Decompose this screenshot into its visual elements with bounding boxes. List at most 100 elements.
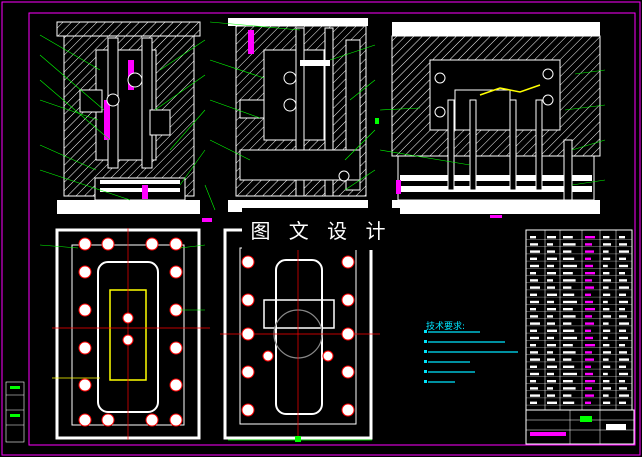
parts-list-cell-mark [603, 308, 610, 311]
parts-list-cell-mark [603, 300, 608, 304]
left-margin-box [5, 381, 25, 443]
parts-list-cell-mark [530, 322, 540, 325]
parts-list-table [525, 229, 633, 411]
parts-list-cell-mark [619, 344, 625, 347]
parts-list-cell-mark [530, 293, 537, 296]
parts-list-cell-mark [619, 257, 626, 260]
parts-list-cell-mark [563, 387, 576, 390]
parts-list-cell-mark [547, 286, 555, 289]
parts-list-cell-mark [585, 365, 591, 368]
parts-list-cell-mark [547, 351, 553, 354]
parts-list-cell-mark [603, 243, 611, 246]
parts-list-cell-mark [530, 344, 536, 347]
parts-list-cell-mark [530, 336, 539, 340]
parts-list-cell-mark [563, 257, 575, 260]
parts-list-cell-mark [619, 351, 627, 354]
parts-list-cell-mark [563, 279, 576, 282]
parts-list-cell-mark [619, 264, 628, 268]
parts-list-cell-mark [603, 387, 611, 390]
parts-list-cell-mark [603, 358, 609, 361]
parts-list-cell-mark [585, 279, 592, 282]
parts-list-cell-mark [530, 286, 540, 289]
parts-list-cell-mark [530, 351, 538, 354]
parts-list-cell-mark [619, 308, 625, 311]
section-view-3 [391, 22, 601, 214]
parts-list-cell-mark [530, 315, 538, 318]
parts-list-cell-mark [585, 236, 595, 239]
parts-list-cell-mark [563, 365, 575, 368]
parts-list-cell-mark [547, 264, 554, 268]
parts-list-cell-mark [547, 344, 556, 347]
inner-frame [28, 12, 636, 446]
parts-list-cell-mark [585, 329, 591, 332]
plan-view-2 [220, 228, 380, 442]
parts-list-cell-mark [603, 279, 611, 282]
parts-list-cell-mark [603, 293, 611, 296]
parts-list-cell-mark [530, 329, 537, 332]
parts-list-cell-mark [603, 315, 611, 318]
title-block [525, 409, 635, 445]
parts-list-cell-mark [585, 293, 591, 296]
parts-list-cell-mark [585, 322, 594, 325]
parts-list-cell-mark [547, 257, 557, 260]
parts-list-cell-mark [563, 243, 576, 246]
parts-list-cell-mark [563, 250, 572, 253]
parts-list-cell-mark [530, 264, 539, 268]
parts-list-cell-mark [547, 380, 556, 383]
parts-list-cell-mark [563, 336, 577, 340]
parts-list-cell-mark [619, 243, 627, 246]
parts-list-cell-mark [563, 308, 573, 311]
parts-list-cell-mark [530, 257, 537, 260]
parts-list-cell-mark [603, 336, 608, 340]
parts-list-cell-mark [585, 358, 594, 361]
watermark: 图 文 设 计 [242, 208, 400, 250]
parts-list-cell-mark [547, 401, 557, 404]
parts-list-cell-mark [547, 300, 554, 304]
parts-list-cell-mark [563, 372, 577, 376]
parts-list-cell-mark [603, 380, 610, 383]
parts-list-rows [526, 236, 632, 406]
parts-list-cell-mark [563, 322, 572, 325]
parts-list-cell-mark [619, 372, 628, 376]
parts-list-cell-mark [603, 286, 609, 289]
parts-list-cell-mark [585, 286, 594, 289]
parts-list-cell-mark [530, 372, 539, 376]
parts-list-cell-mark [585, 401, 591, 404]
parts-list-cell-mark [547, 394, 555, 397]
parts-list-cell-mark [530, 236, 536, 239]
parts-list-cell-mark [585, 308, 595, 311]
parts-list-cell-mark [585, 351, 592, 354]
plan-view-2-holes [241, 255, 355, 417]
parts-list-cell-mark [619, 236, 625, 239]
parts-list-cell-mark [563, 315, 576, 318]
parts-list-cell-mark [547, 336, 554, 340]
parts-list-cell-mark [585, 344, 595, 347]
parts-list-cell-mark [603, 272, 610, 275]
parts-list-cell-mark [563, 264, 577, 268]
parts-list-cell-mark [547, 293, 557, 296]
parts-list-cell-mark [547, 358, 555, 361]
parts-list-cell-mark [585, 380, 595, 383]
section-view-2 [228, 18, 368, 212]
parts-list-cell-mark [530, 394, 540, 397]
parts-list-cell-mark [563, 344, 573, 347]
parts-list-cell-mark [585, 243, 592, 246]
parts-list-cell-mark [619, 329, 626, 332]
parts-list-cell-mark [603, 401, 611, 404]
parts-list-cell-mark [603, 329, 611, 332]
parts-list-cell-mark [619, 401, 626, 404]
parts-list-cell-mark [619, 315, 627, 318]
parts-list-cell-mark [619, 380, 625, 383]
parts-list-cell-mark [530, 401, 537, 404]
parts-list-cell-mark [603, 264, 608, 268]
parts-list-cell-mark [547, 272, 556, 275]
parts-list-cell-mark [530, 279, 538, 282]
parts-list-cell-mark [619, 272, 625, 275]
parts-list-cell-mark [619, 336, 628, 340]
parts-list-cell-mark [530, 272, 536, 275]
parts-list-cell-mark [530, 365, 537, 368]
parts-list-cell-mark [585, 394, 594, 397]
parts-list-cell-mark [530, 300, 539, 304]
leader-lines [39, 21, 606, 311]
section-view-1 [56, 21, 201, 214]
